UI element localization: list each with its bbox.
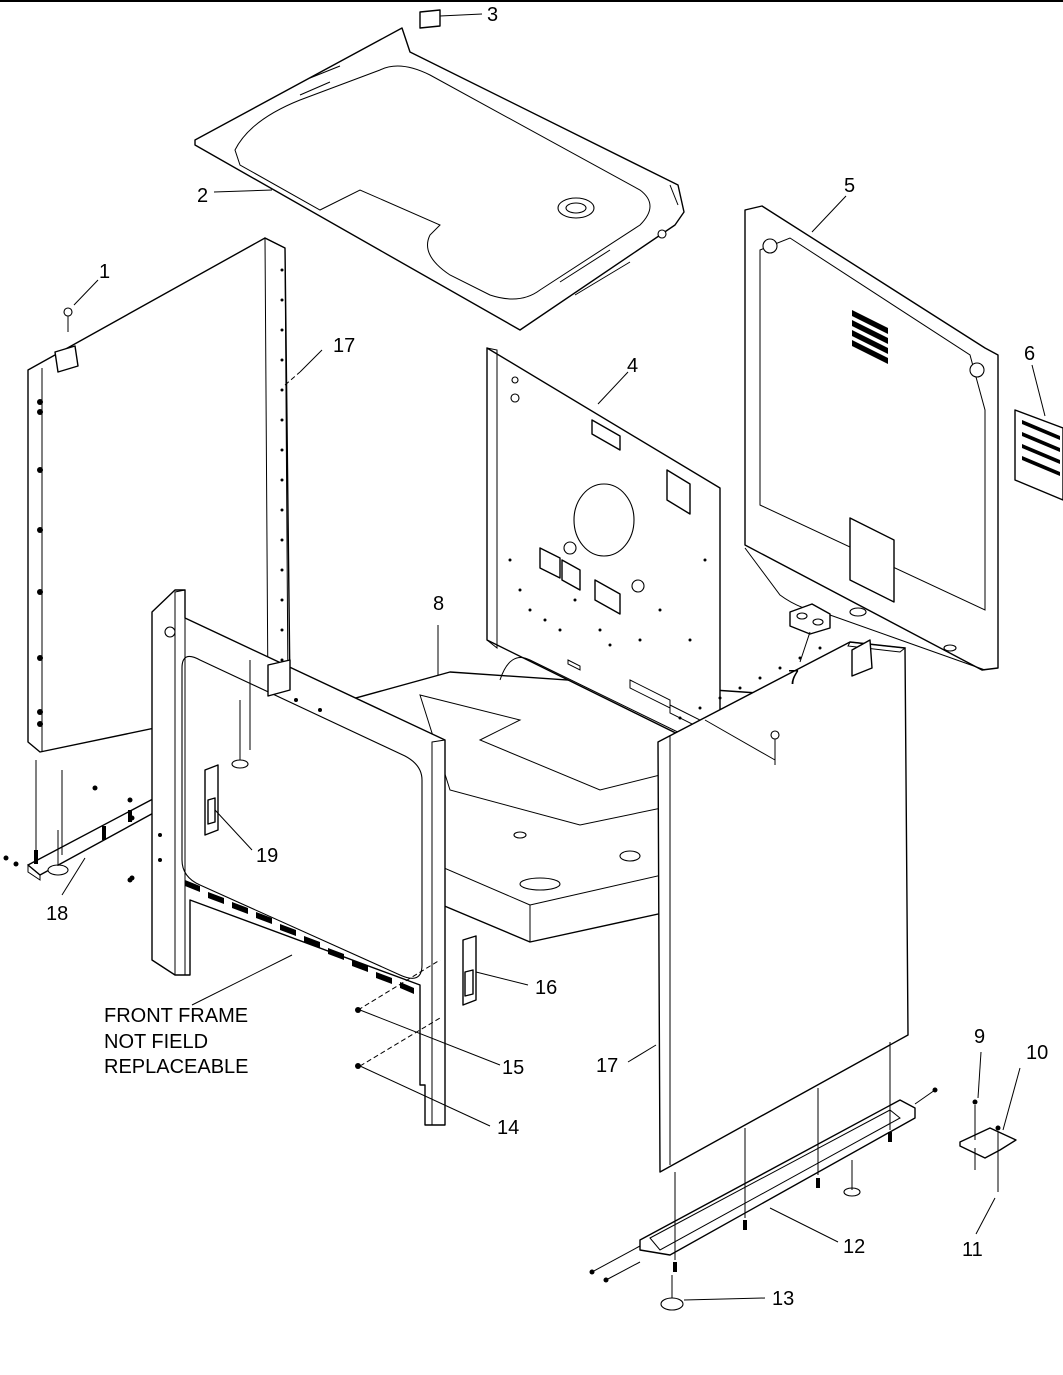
- part-13-leveling-leg: [660, 1275, 766, 1311]
- callout-4: 4: [627, 355, 638, 377]
- part-2-top-panel: [194, 27, 685, 331]
- part-15-screw: [355, 959, 501, 1066]
- callout-16: 16: [535, 977, 557, 999]
- part-17-right-side-panel: [627, 639, 909, 1173]
- front-frame-note: FRONT FRAME NOT FIELD REPLACEABLE: [104, 1005, 249, 1078]
- note-line-2: NOT FIELD: [104, 1031, 208, 1053]
- callout-13: 13: [772, 1288, 794, 1310]
- part-3-clip: [419, 9, 483, 29]
- callout-8: 8: [433, 593, 444, 615]
- part-6-vent-grille: [1014, 364, 1063, 501]
- part-1-screw: [63, 279, 99, 332]
- callout-17-right: 17: [596, 1055, 618, 1077]
- note-line-3: REPLACEABLE: [104, 1056, 249, 1078]
- callout-3: 3: [487, 4, 498, 26]
- part-19-latch-bracket: [204, 764, 253, 851]
- callout-7: 7: [788, 667, 799, 689]
- note-line-1: FRONT FRAME: [104, 1005, 248, 1027]
- callout-19: 19: [256, 845, 278, 867]
- part-12-right-base-rail: [589, 1042, 938, 1283]
- callout-18: 18: [46, 903, 68, 925]
- callout-2: 2: [197, 185, 208, 207]
- part-9-screw: [972, 1051, 982, 1170]
- part-16-hinge-receiver: [462, 935, 529, 1006]
- callout-5: 5: [844, 175, 855, 197]
- callout-12: 12: [843, 1236, 865, 1258]
- part-4-back-wall: [486, 347, 721, 746]
- callout-15: 15: [502, 1057, 524, 1079]
- callout-6: 6: [1024, 343, 1035, 365]
- part-10-bracket: [959, 1067, 1021, 1159]
- callout-17-left: 17: [333, 335, 355, 357]
- front-frame: [129, 589, 446, 1126]
- part-5-rear-panel: [744, 195, 999, 671]
- part-7-bracket: [789, 603, 831, 663]
- part-11-screw: [975, 1125, 1001, 1235]
- callout-9: 9: [974, 1026, 985, 1048]
- callout-10: 10: [1026, 1042, 1048, 1064]
- part-14-screw: [355, 1017, 491, 1127]
- callout-14: 14: [497, 1117, 519, 1139]
- callout-1: 1: [99, 261, 110, 283]
- callout-11: 11: [962, 1239, 983, 1261]
